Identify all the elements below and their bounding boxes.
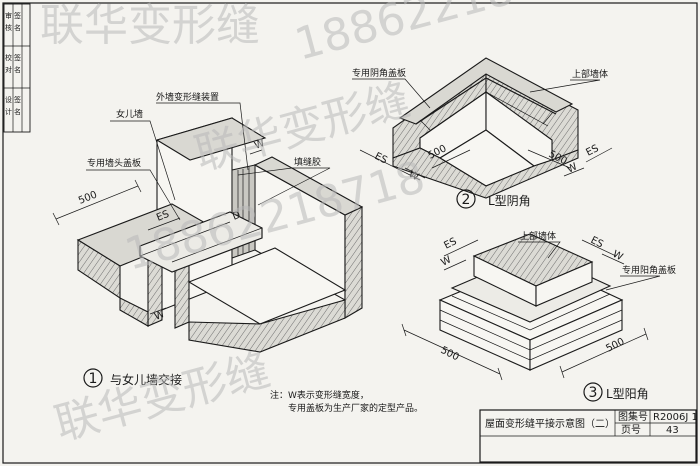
atlas-number: R2006J 1 (653, 412, 698, 423)
caption-number-circle-3 (583, 382, 603, 402)
right-wall-top (253, 156, 364, 216)
dim-es-right-fig2: ES (584, 143, 600, 159)
watermark-2: 18862218718 (290, 0, 601, 71)
sig-r3-c1: 设 (5, 95, 12, 104)
label-inner-cover: 专用阴角盖板 (352, 67, 406, 79)
roof-slab-right-top (187, 247, 347, 325)
dim-es-left-fig3: ES (442, 236, 458, 252)
dim-w-top-fig1: W (253, 138, 266, 152)
watermark-1: 联华变形缝 (40, 0, 260, 51)
caption-number-2: 2 (462, 192, 471, 208)
atlas-number-label: 图集号 (618, 410, 648, 423)
caption-fig2: L型阴角 (488, 194, 531, 208)
figure-3-l-outer-corner: 上部墙体 专用阳角盖板 ES W ES W 500 500 3 L型阳角 (401, 230, 676, 402)
caption-fig3: L型阳角 (606, 387, 649, 401)
roof-slab-front (119, 297, 149, 327)
dim-es-fig1: ES (155, 209, 171, 224)
dim-500-right-fig3: 500 (604, 336, 626, 354)
figure-1-parapet-junction: 女儿墙 外墙变形缝装置 专用墙头盖板 填缝胶 500 ES W W D 1 与女… (52, 91, 364, 388)
parapet-wall-top (155, 117, 267, 161)
caption-fig1: 与女儿墙交接 (110, 372, 182, 387)
dim-es-right-fig3: ES (589, 235, 605, 251)
dim-500-fig1: 500 (77, 189, 99, 206)
page-number: 43 (666, 425, 679, 436)
dim-w-left-fig2: W (407, 169, 421, 183)
note-line-1: 注：W表示变形缝宽度， (270, 389, 369, 401)
caption-number-1: 1 (89, 371, 98, 387)
signature-strip: 审 核 签 名 校 对 签 名 设 计 签 名 (3, 3, 31, 133)
sig-r3-c2: 计 (5, 107, 12, 116)
sig-r1-c4: 名 (14, 23, 21, 32)
dim-d-fig1: D (231, 210, 243, 223)
outer-corner-upper-wall-front-right (535, 261, 593, 307)
label-parapet: 女儿墙 (116, 108, 143, 120)
sig-r1-c2: 核 (5, 23, 12, 32)
sig-r1-c3: 签 (14, 11, 21, 20)
sig-r3-c3: 签 (14, 95, 21, 104)
dim-w-bottom-fig1: W (153, 309, 166, 323)
right-wall-section (344, 206, 363, 319)
caption-number-3: 3 (589, 385, 598, 401)
sig-r2-c1: 校 (5, 53, 12, 62)
sig-r2-c4: 名 (14, 65, 21, 74)
label-cap-plate: 专用墙头盖板 (87, 157, 141, 169)
note-line-2: 专用盖板为生产厂家的定型产品。 (288, 402, 423, 414)
label-outer-cover: 专用阳角盖板 (622, 264, 676, 276)
caption-number-circle-2 (456, 189, 476, 209)
label-joint-device: 外墙变形缝装置 (156, 91, 219, 103)
title-block: 屋面变形缝平接示意图（二） 图集号 R2006J 1 页号 43 (479, 409, 698, 463)
dim-es-left-fig2: ES (373, 151, 389, 167)
drawing-title: 屋面变形缝平接示意图（二） (485, 417, 615, 430)
watermark-5: 联华变形缝 (50, 344, 276, 450)
dim-w-right-fig2: W (565, 161, 579, 175)
label-inner-upper-wall: 上部墙体 (572, 68, 608, 80)
page-number-label: 页号 (621, 424, 641, 436)
dim-w-left-fig3: W (439, 254, 453, 268)
sig-r2-c3: 签 (14, 53, 21, 62)
sig-r2-c2: 对 (5, 65, 12, 74)
dim-500-left-fig3: 500 (439, 345, 461, 363)
dim-w-right-fig3: W (611, 249, 625, 263)
label-filler: 填缝胶 (294, 156, 321, 168)
sig-r3-c4: 名 (14, 107, 21, 116)
label-outer-upper-wall: 上部墙体 (520, 230, 556, 242)
sig-r1-c1: 审 (5, 11, 12, 20)
figure-2-l-inner-corner: 专用阴角盖板 上部墙体 ES W 500 500 W ES 2 L型阴角 (352, 57, 613, 209)
caption-number-circle-1 (83, 368, 103, 388)
roof-slab-front-section (188, 299, 346, 353)
